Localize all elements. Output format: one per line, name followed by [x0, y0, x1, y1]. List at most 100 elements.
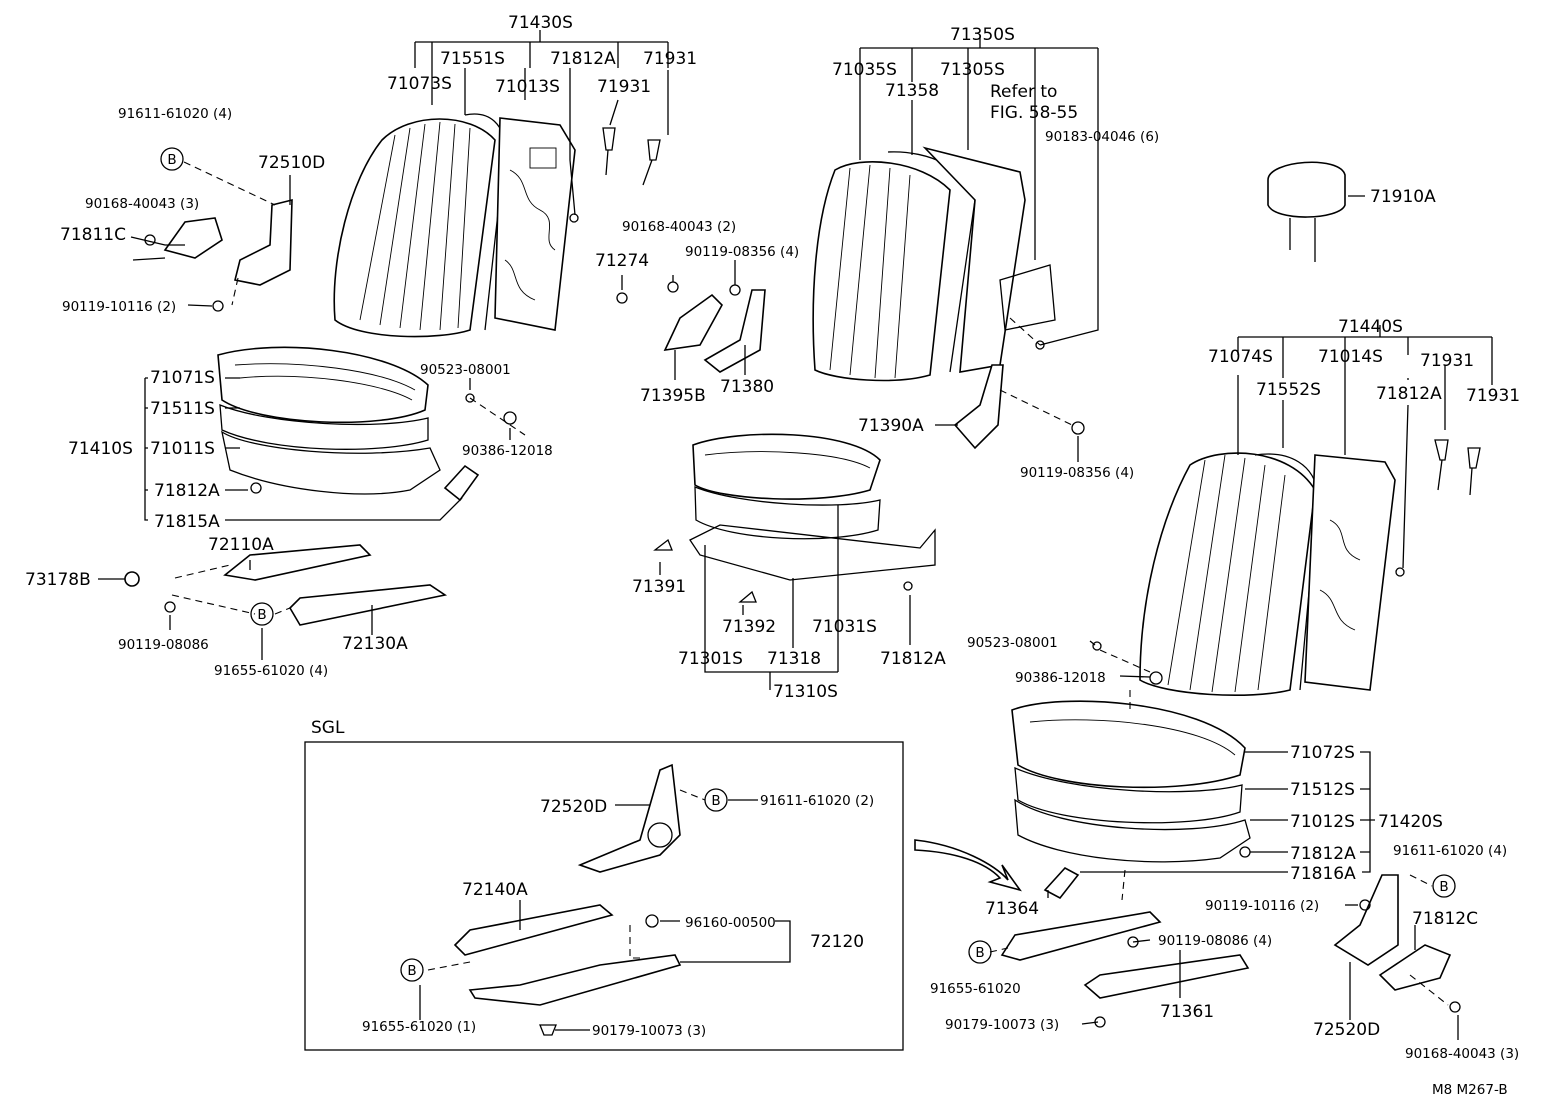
part-labels: 71430S 71551S 71812A 71931 71073S 71013S…	[25, 13, 1520, 1098]
bracket-71395B	[663, 293, 723, 352]
label-71410S: 71410S	[68, 439, 133, 459]
label-72510D: 72510D	[258, 153, 325, 173]
support-71931-b	[642, 139, 661, 186]
seat-track-72110A	[223, 544, 372, 581]
svg-text:B: B	[975, 945, 984, 961]
recliner-72520D-right	[1333, 874, 1399, 966]
label-71318: 71318	[767, 649, 821, 669]
sgl-box	[304, 741, 904, 1051]
rear-seat-pad	[694, 486, 881, 540]
b-marker: B	[968, 940, 992, 964]
label-71305S: 71305S	[940, 60, 1005, 80]
footer-code: M8 M267-B	[1432, 1082, 1508, 1098]
label-90386-right: 90386-12018	[1015, 670, 1106, 686]
label-71812A-mid: 71812A	[880, 649, 946, 669]
label-71812A-left: 71812A	[154, 481, 220, 501]
label-71074S: 71074S	[1208, 347, 1273, 367]
support-71931-c	[1434, 439, 1449, 491]
label-72110A: 72110A	[208, 535, 274, 555]
label-refer-to: Refer to	[990, 82, 1057, 102]
label-96160: 96160-00500	[685, 915, 776, 931]
side-cover-71815A	[443, 464, 480, 502]
seatback-frame-left	[494, 117, 576, 331]
label-71031S: 71031S	[812, 617, 877, 637]
b-marker: B	[400, 958, 424, 982]
label-71812C: 71812C	[1412, 909, 1478, 929]
recliner-72520D-sgl	[577, 763, 681, 873]
bracket-71390A	[953, 364, 1004, 450]
label-71812A-right: 71812A	[1376, 384, 1442, 404]
label-71072S: 71072S	[1290, 743, 1355, 763]
seat-track-71361	[1083, 954, 1250, 999]
label-90386-left: 90386-12018	[462, 443, 553, 459]
label-71358: 71358	[885, 81, 939, 101]
label-71815A: 71815A	[154, 512, 220, 532]
label-71552S: 71552S	[1256, 380, 1321, 400]
b-marker: B	[1432, 874, 1456, 898]
label-71391: 71391	[632, 577, 686, 597]
label-90119-08086-left: 90119-08086	[118, 637, 209, 653]
label-90168-2: 90168-40043 (2)	[622, 219, 736, 235]
label-91655-right: 91655-61020	[930, 981, 1021, 997]
label-71301S: 71301S	[678, 649, 743, 669]
seatback-frame-right	[1304, 454, 1396, 691]
label-90168-left: 90168-40043 (3)	[85, 196, 199, 212]
label-72120: 72120	[810, 932, 864, 952]
bracket-71380	[703, 289, 766, 373]
svg-text:B: B	[711, 793, 720, 809]
b-markers: B B B B B B	[160, 147, 1456, 982]
label-71350S: 71350S	[950, 25, 1015, 45]
seat-frame-right	[1014, 798, 1251, 863]
label-72140A: 72140A	[462, 880, 528, 900]
label-71364: 71364	[985, 899, 1039, 919]
label-71014S: 71014S	[1318, 347, 1383, 367]
label-71380: 71380	[720, 377, 774, 397]
label-71931-b: 71931	[597, 77, 651, 97]
seatback-cushion-left	[333, 118, 496, 338]
label-71440S: 71440S	[1338, 317, 1403, 337]
label-71012S: 71012S	[1290, 812, 1355, 832]
label-71073S: 71073S	[387, 74, 452, 94]
svg-text:B: B	[407, 963, 416, 979]
leader-lines	[98, 30, 1493, 1040]
recliner-72510D	[234, 198, 293, 286]
seat-track-72130A	[288, 584, 448, 626]
label-71395B: 71395B	[640, 386, 706, 406]
direction-arrow	[914, 839, 1022, 892]
label-71392: 71392	[722, 617, 776, 637]
hinge-cover-71811C	[163, 217, 223, 259]
left-seat-group	[124, 113, 661, 626]
label-90119-08356-a: 90119-08356 (4)	[685, 244, 799, 260]
label-71035S: 71035S	[832, 60, 897, 80]
svg-text:B: B	[1439, 879, 1448, 895]
label-71931-a: 71931	[643, 49, 697, 69]
label-91655-4: 91655-61020 (4)	[214, 663, 328, 679]
label-71310S: 71310S	[773, 682, 838, 702]
label-71274: 71274	[595, 251, 649, 271]
label-71811C: 71811C	[60, 225, 126, 245]
label-71013S: 71013S	[495, 77, 560, 97]
label-90179-right: 90179-10073 (3)	[945, 1017, 1059, 1033]
label-90523-left: 90523-08001	[420, 362, 511, 378]
label-71931-c: 71931	[1420, 351, 1474, 371]
headrest-71910A	[1267, 161, 1346, 218]
label-71390A: 71390A	[858, 416, 924, 436]
label-91611-right: 91611-61020 (4)	[1393, 843, 1507, 859]
label-72130A: 72130A	[342, 634, 408, 654]
rear-latch	[999, 264, 1056, 331]
label-71420S: 71420S	[1378, 812, 1443, 832]
label-71430S: 71430S	[508, 13, 573, 33]
label-90179-sgl: 90179-10073 (3)	[592, 1023, 706, 1039]
seat-track-right-upper	[1000, 911, 1162, 961]
label-90119-10116-left: 90119-10116 (2)	[62, 299, 176, 315]
seat-pad-right	[1014, 766, 1243, 824]
label-90523-right: 90523-08001	[967, 635, 1058, 651]
rear-seat-frame	[689, 524, 936, 581]
label-71812A-top: 71812A	[550, 49, 616, 69]
label-91611-left: 91611-61020 (4)	[118, 106, 232, 122]
rear-seatback-cushion	[812, 161, 951, 382]
label-71910A: 71910A	[1370, 187, 1436, 207]
label-90119-08086-4: 90119-08086 (4)	[1158, 933, 1272, 949]
center-group	[616, 146, 1085, 603]
